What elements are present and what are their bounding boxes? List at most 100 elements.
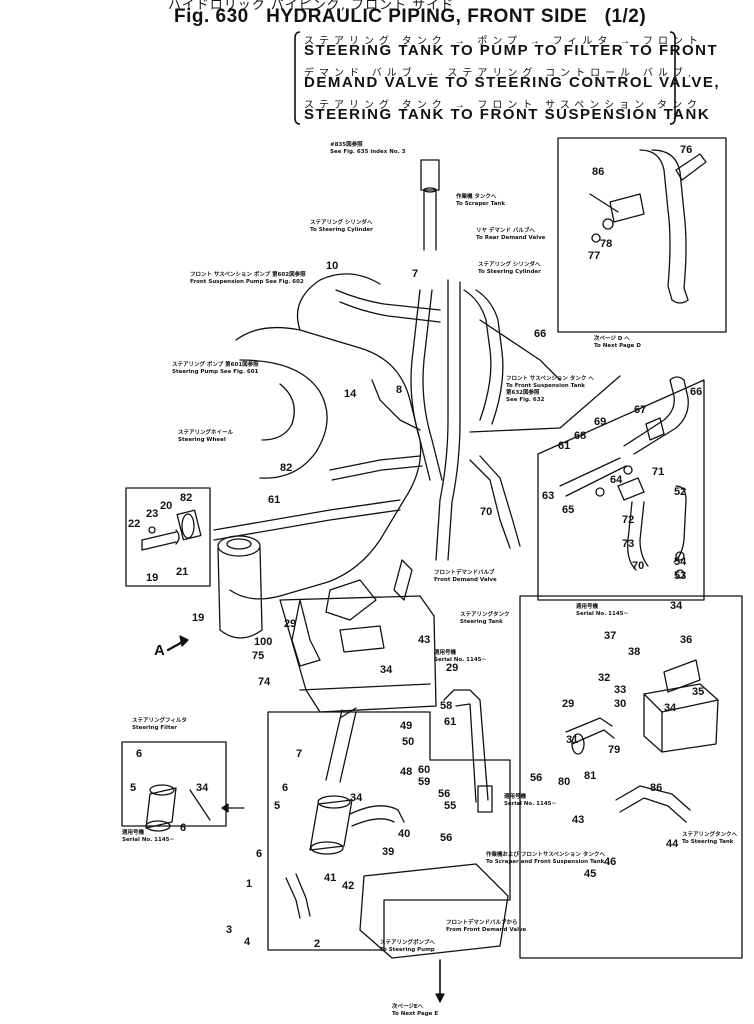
part-number-32: 32 <box>598 672 611 684</box>
part-number-48: 48 <box>400 766 413 778</box>
part-number-56: 56 <box>438 788 451 800</box>
part-number-38: 38 <box>628 646 641 658</box>
part-number-42: 42 <box>342 880 355 892</box>
callout-serial-1145-b: 適用号機 Serial No. 1145~ <box>434 650 487 663</box>
part-number-79: 79 <box>608 744 621 756</box>
part-number-41: 41 <box>324 872 337 884</box>
part-number-80: 80 <box>558 776 571 788</box>
detail-box-top-right <box>557 137 727 333</box>
part-number-70: 70 <box>480 506 493 518</box>
part-number-31: 31 <box>566 734 579 746</box>
main-pipe-3 <box>435 279 461 561</box>
route-2-en: DEMAND VALVE TO STEERING CONTROL VALVE, <box>304 74 721 91</box>
part-number-7: 7 <box>412 268 419 280</box>
callout-to-scraper-tank: 作業機 タンクへ To Scraper Tank <box>456 194 505 207</box>
part-number-100: 100 <box>254 636 273 648</box>
figure-title: HYDRAULIC PIPING, FRONT SIDE <box>266 6 588 27</box>
pipe-44-detail <box>615 785 691 823</box>
pipe-70-detail <box>627 501 649 571</box>
part-number-45: 45 <box>584 868 597 880</box>
part-number-37: 37 <box>604 630 617 642</box>
callout-to-next-page-d: 次ページ D へ To Next Page D <box>594 336 641 349</box>
hose-86-detail <box>639 149 689 301</box>
part-number-72: 72 <box>622 514 635 526</box>
part-number-61-3: 61 <box>558 440 571 452</box>
part-number-68: 68 <box>574 430 587 442</box>
part-number-61: 61 <box>268 494 281 506</box>
part-number-19-2: 19 <box>192 612 205 624</box>
clamp-67-detail <box>645 417 665 441</box>
detail-box-bottom-left <box>121 741 227 827</box>
route-1-en: STEERING TANK TO PUMP TO FILTER TO FRONT <box>304 42 719 59</box>
part-number-22: 22 <box>128 518 141 530</box>
part-number-19: 19 <box>146 572 159 584</box>
part-number-39: 39 <box>382 846 395 858</box>
callout-to-next-page-e: 次ページEへ To Next Page E <box>392 1004 439 1017</box>
hose-5-small <box>145 787 177 829</box>
part-number-20: 20 <box>160 500 173 512</box>
part-number-23: 23 <box>146 508 159 520</box>
line-to-front-suspension <box>479 319 561 381</box>
route-2-jp: デマンド バルブ → ステアリング コントロール バルブ, <box>304 68 696 79</box>
pipe-61-main <box>213 499 401 541</box>
part-number-43-2: 43 <box>572 814 585 826</box>
route-description-box: ステアリング タンク → ポンプ → フィルタ → フロント STEERING … <box>294 30 719 126</box>
part-number-75: 75 <box>252 650 265 662</box>
part-number-29-2: 29 <box>446 662 459 674</box>
callout-front-suspension-pump: フロント サスペンション ポンプ 第602図参照 Front Suspensio… <box>190 272 306 285</box>
callout-to-steering-tank: ステアリングタンクへ To Steering Tank <box>682 832 738 845</box>
pipe-34-detail <box>349 805 405 827</box>
callout-to-rear-demand-valve: リヤ デマンド バルブへ To Rear Demand Valve <box>476 228 546 241</box>
part-number-4: 4 <box>244 936 251 948</box>
view-arrow-label: A <box>154 642 165 659</box>
part-number-3: 3 <box>226 924 233 936</box>
part-number-7-2: 7 <box>296 748 303 760</box>
callout-to-steering-cylinder-2: ステアリング シリンダへ To Steering Cylinder <box>478 262 541 275</box>
part-number-8: 8 <box>396 384 403 396</box>
part-number-49: 49 <box>400 720 413 732</box>
part-number-58: 58 <box>440 700 453 712</box>
callout-see-fig-635: #835図参照 See Fig. 635 index No. 3 <box>330 142 406 155</box>
part-number-86-2: 86 <box>650 782 663 794</box>
part-number-67: 67 <box>634 404 647 416</box>
callout-steering-wheel: ステアリングホイール Steering Wheel <box>178 430 234 443</box>
line-next-page-d <box>469 375 621 433</box>
part-number-21: 21 <box>176 566 189 578</box>
part-number-64: 64 <box>610 474 623 486</box>
clamp-76-detail <box>675 153 707 181</box>
detail-box-lower-right <box>519 595 743 959</box>
part-number-59: 59 <box>418 776 431 788</box>
main-pipe-1 <box>423 189 437 251</box>
part-number-63: 63 <box>542 490 555 502</box>
part-number-52: 52 <box>674 486 687 498</box>
detail-box-left <box>125 487 211 587</box>
part-number-74: 74 <box>258 676 271 688</box>
part-number-34: 34 <box>196 782 209 794</box>
part-number-33: 33 <box>614 684 627 696</box>
part-number-77: 77 <box>588 250 601 262</box>
part-number-56-2: 56 <box>440 832 453 844</box>
part-number-6-3: 6 <box>282 782 289 794</box>
pipe-1-detail <box>285 873 311 919</box>
fitting-72-detail <box>617 477 645 501</box>
pipe-82 <box>329 455 423 481</box>
bracket-36-detail <box>663 659 701 693</box>
sheet-indicator: (1/2) <box>604 6 647 27</box>
part-number-5: 5 <box>130 782 137 794</box>
callout-serial-1145-c: 適用号機 Serial No. 1145~ <box>504 794 557 807</box>
page-title: Fig. 630 HYDRAULIC PIPING, FRONT SIDE (1… <box>174 6 646 28</box>
callout-serial-1145-d: 適用号機 Serial No. 1145~ <box>122 830 175 843</box>
part-number-29-3: 29 <box>562 698 575 710</box>
callout-to-scraper-front-suspension: 作業機および フロントサスペンション タンクへ To Scraper and F… <box>486 852 605 865</box>
part-number-6: 6 <box>136 748 143 760</box>
callout-front-demand-valve: フロントデマンドバルブ Front Demand Valve <box>434 570 497 583</box>
part-number-34-5: 34 <box>664 702 677 714</box>
part-number-6-2: 6 <box>180 822 187 834</box>
route-box-brackets <box>294 31 676 125</box>
pipe-61-detail <box>559 457 627 497</box>
part-number-61-2: 61 <box>444 716 457 728</box>
part-number-43: 43 <box>418 634 431 646</box>
part-number-6-4: 6 <box>256 848 263 860</box>
